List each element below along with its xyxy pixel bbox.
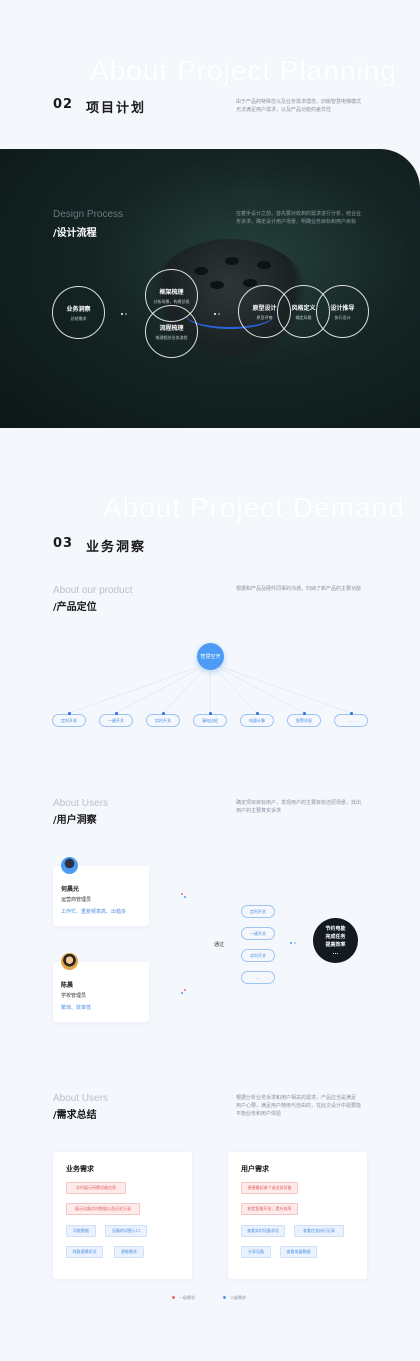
user-demand-card: 用户需求 便捷最初者个或全部设备 制定智能开关，提升效率 查看实时设备状况 查看…	[228, 1152, 367, 1279]
users-title-en: About Users	[53, 798, 109, 809]
plan-description: 由于产品的特殊性以及业务需求理念，旧版智慧电梯模式 无法满足用户需求，以及产品功…	[236, 99, 362, 113]
goal-circle: 节约电能 完成任务 提高效率 ...	[313, 918, 358, 963]
users-description: 确定项目目标用户，发现用户的主要目标还原场景，找出 用户的主要真实诉求	[236, 800, 362, 814]
demand-tag: 实时展示所需设备信息	[66, 1182, 126, 1194]
feature-pill: 定时开关	[52, 714, 86, 727]
persona-name: 何晨光	[61, 886, 80, 893]
product-description: 根据和产品及硬件同事的沟通，归纳了新产品的主要功能	[236, 586, 362, 592]
accent-dot	[184, 989, 186, 991]
demand-tag: 分享设备	[241, 1246, 271, 1258]
demand-section-number: 03	[53, 536, 74, 551]
demand-tag: 更能需求	[114, 1246, 144, 1258]
plan-section-number: 02	[53, 97, 74, 112]
persona-name: 陈晨	[61, 982, 74, 989]
persona-role: 学校管理员	[61, 993, 87, 999]
feature-pill: 报警消息	[287, 714, 321, 727]
speaker-grille-hole	[194, 267, 208, 275]
legend-primary-dot	[172, 1296, 175, 1299]
avatar	[61, 953, 78, 970]
design-title-en: Design Process	[53, 209, 124, 220]
step-flow: 流程梳理 梳理相关业务流程	[145, 305, 198, 358]
demand-tag: 制定智能开关，提升效率	[241, 1203, 298, 1215]
demand-tag: 展示设备实时数据以及历史记录	[66, 1203, 140, 1215]
plan-ghost-title: About Project Planning	[90, 55, 397, 86]
legend-secondary-dot	[223, 1296, 226, 1299]
persona-pain-points: 工作忙、重复频率高、出错多	[61, 909, 127, 915]
feature-pill: 实时开关	[146, 714, 180, 727]
feature-marker-dot	[68, 712, 71, 715]
design-process-band: Design Process /设计流程 在着手设计之前，首先要对收到的需求进行…	[0, 149, 420, 428]
persona-role: 运营商管理员	[61, 897, 92, 903]
product-hub: 智慧空开	[197, 643, 224, 670]
business-demand-title: 业务需求	[66, 1165, 94, 1173]
user-demand-title: 用户需求	[241, 1165, 269, 1173]
demand-tag: 设备的详细入口	[105, 1225, 147, 1237]
design-title-cn: /设计流程	[53, 228, 97, 239]
speaker-grille-hole	[257, 261, 271, 269]
feature-marker-dot	[256, 712, 259, 715]
action-pill: 实时开关	[241, 949, 275, 962]
accent-dot	[184, 896, 186, 898]
avatar	[61, 857, 78, 874]
feature-marker-dot	[350, 712, 353, 715]
via-label: 通过	[214, 942, 225, 948]
users-title-cn: /用户洞察	[53, 815, 97, 826]
feature-pill: 漏电自检	[193, 714, 227, 727]
demand-tag: 查看电量数据	[280, 1246, 317, 1258]
accent-dot	[181, 893, 183, 895]
legend-primary-label: 一级需求	[179, 1295, 195, 1300]
speaker-grille-hole	[210, 281, 224, 289]
action-pill: 一键开关	[241, 927, 275, 940]
feature-pill: 电量计算	[240, 714, 274, 727]
persona-card: 陈晨 学校管理员 繁琐、效率低	[53, 962, 149, 1022]
feature-marker-dot	[209, 712, 212, 715]
design-description: 在着手设计之前，首先要对收到的需求进行分析，结合业 务诉求，确定设计用户场景，明…	[236, 211, 362, 225]
plan-section-title: 项目计划	[86, 101, 147, 116]
feature-pill: ...	[334, 714, 368, 727]
connector-dot	[214, 313, 216, 315]
demand-tag: 便捷最初者个或全部设备	[241, 1182, 298, 1194]
business-demand-card: 业务需求 实时展示所需设备信息 展示设备实时数据以及历史记录 功能数据 设备的详…	[53, 1152, 192, 1279]
feature-marker-dot	[115, 712, 118, 715]
feature-pill: 一键开关	[99, 714, 133, 727]
action-pill: 定时开关	[241, 905, 275, 918]
product-title-cn: /产品定位	[53, 602, 97, 613]
speaker-grille-hole	[225, 257, 239, 265]
feature-marker-dot	[303, 712, 306, 715]
accent-dot	[181, 992, 183, 994]
speaker-light-ring	[185, 299, 275, 329]
action-pill: ...	[241, 971, 275, 984]
demand-section-title: 业务洞察	[86, 540, 147, 555]
demand-tag: 功能数据	[66, 1225, 96, 1237]
persona-pain-points: 繁琐、效率低	[61, 1005, 92, 1011]
connector-dot	[290, 942, 292, 944]
summary-title-cn: /需求总结	[53, 1110, 97, 1121]
demand-tag: 查看实时设备状况	[241, 1225, 285, 1237]
legend-secondary-label: 二级需求	[230, 1295, 246, 1300]
step-business-insight: 业务洞察 总结需求	[52, 286, 105, 339]
feature-marker-dot	[162, 712, 165, 715]
speaker-grille-hole	[243, 279, 257, 287]
summary-description: 根据分析业务诉求和用户相关的需求，产品应当是满足 用户心要，满足用户随用与自由的…	[236, 1095, 362, 1117]
demand-tag: 查看任务执行记录	[294, 1225, 344, 1237]
product-connector-lines	[68, 662, 352, 714]
connector-dot	[294, 942, 296, 944]
demand-tag: 线路逻辑状况	[66, 1246, 103, 1258]
connector-dot	[218, 313, 220, 315]
connector-dot	[125, 313, 127, 315]
summary-title-en: About Users	[53, 1093, 109, 1104]
connector-dot	[121, 313, 123, 315]
step-design: 设计推导 执行设计	[316, 285, 369, 338]
persona-card: 何晨光 运营商管理员 工作忙、重复频率高、出错多	[53, 866, 149, 926]
demand-ghost-title: About Project Demand	[103, 492, 405, 523]
product-title-en: About our product	[53, 585, 133, 596]
